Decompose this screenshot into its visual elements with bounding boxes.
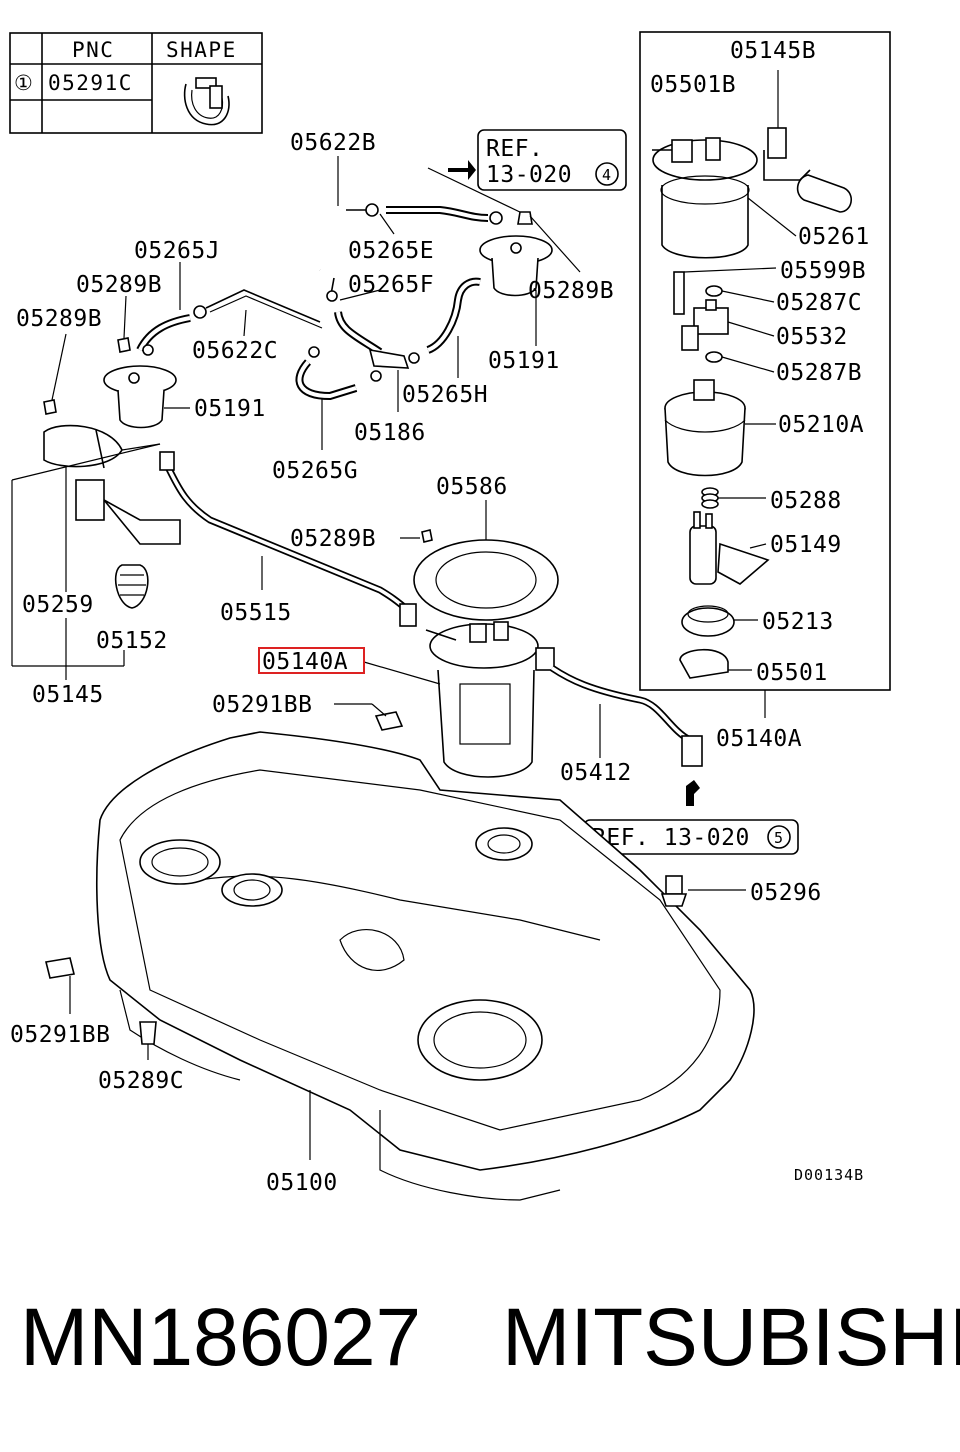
part-caption: MN186027 MITSUBISHI bbox=[20, 1288, 960, 1388]
fuel-pump-module bbox=[363, 621, 539, 778]
leader-lines bbox=[51, 156, 581, 450]
label-05622B: 05622B bbox=[290, 130, 376, 156]
pump-tube bbox=[673, 271, 685, 315]
label-05287C: 05287C bbox=[776, 290, 862, 316]
label-05287B: 05287B bbox=[776, 360, 862, 386]
label-05265H: 05265H bbox=[402, 382, 488, 408]
label-05213: 05213 bbox=[762, 609, 834, 635]
label-05296: 05296 bbox=[750, 880, 822, 906]
pump-strainer bbox=[681, 605, 735, 637]
label-05140A-box: 05140A bbox=[716, 726, 802, 752]
ref-bottom-text: REF. 13-020 bbox=[592, 825, 750, 851]
label-05140A-main: 05140A bbox=[262, 649, 348, 675]
part-number: MN186027 bbox=[20, 1292, 422, 1383]
pump-gasket-ring bbox=[400, 500, 559, 621]
label-05265F: 05265F bbox=[348, 272, 434, 298]
table-header-pnc: PNC bbox=[72, 38, 114, 62]
label-05288: 05288 bbox=[770, 488, 842, 514]
label-05191-right: 05191 bbox=[488, 348, 560, 374]
fuel-pump-motor bbox=[689, 511, 770, 585]
label-05599B: 05599B bbox=[780, 258, 866, 284]
pump-retainer-clip bbox=[679, 649, 729, 679]
label-05265G: 05265G bbox=[272, 458, 358, 484]
table-row-symbol: ① bbox=[14, 71, 34, 95]
pump-spring bbox=[701, 487, 719, 509]
table-row-pnc: 05291C bbox=[48, 71, 133, 95]
tank-bolt-05296 bbox=[660, 875, 746, 907]
ref-box-top: REF. 13-020 4 bbox=[427, 129, 627, 215]
label-05145: 05145 bbox=[32, 682, 104, 708]
label-05265J: 05265J bbox=[134, 238, 220, 264]
label-05291BB-left: 05291BB bbox=[10, 1022, 110, 1048]
label-05412: 05412 bbox=[560, 760, 632, 786]
arrow-icon bbox=[448, 160, 476, 180]
plug-05289C bbox=[139, 1021, 157, 1045]
label-05152: 05152 bbox=[96, 628, 168, 654]
label-05289B-b: 05289B bbox=[528, 278, 614, 304]
label-05289B-c: 05289B bbox=[16, 306, 102, 332]
left-sender-unit bbox=[11, 424, 181, 680]
drawing-code: D00134B bbox=[794, 1166, 864, 1184]
label-05210A: 05210A bbox=[778, 412, 864, 438]
brand-name: MITSUBISHI bbox=[502, 1292, 960, 1383]
fuel-hose-05515 bbox=[159, 451, 417, 627]
table-header-shape: SHAPE bbox=[166, 38, 237, 62]
fill-cap-left bbox=[43, 337, 190, 429]
ref-box-bottom: REF. 13-020 5 bbox=[583, 819, 799, 855]
clip-05291BB-top bbox=[374, 711, 404, 731]
label-05586: 05586 bbox=[436, 474, 508, 500]
ref-bottom-num: 5 bbox=[774, 829, 784, 847]
highlight-05140A bbox=[258, 647, 365, 674]
ref-top-line2: 13-020 bbox=[486, 162, 572, 188]
legend-table: PNC SHAPE ① 05291C bbox=[9, 32, 263, 134]
fuel-pump-exploded-box: 05145B 05501B 05261 05599B 05287C 05532 … bbox=[639, 31, 891, 752]
fuel-tank bbox=[96, 731, 755, 1201]
pressure-regulator bbox=[681, 299, 729, 351]
label-05501: 05501 bbox=[756, 660, 828, 686]
label-05186: 05186 bbox=[354, 420, 426, 446]
fill-cap-right bbox=[479, 235, 553, 346]
label-05622C: 05622C bbox=[192, 338, 278, 364]
arrow-down-icon bbox=[686, 780, 700, 806]
ref-top-line1: REF. bbox=[486, 136, 543, 162]
label-05261: 05261 bbox=[798, 224, 870, 250]
label-05265E: 05265E bbox=[348, 238, 434, 264]
clip-05291BB-left bbox=[45, 957, 75, 979]
o-ring-upper bbox=[705, 285, 723, 297]
fuel-level-sender bbox=[763, 70, 852, 213]
label-05145B: 05145B bbox=[730, 38, 816, 64]
label-05532: 05532 bbox=[776, 324, 848, 350]
label-05291BB-top: 05291BB bbox=[212, 692, 312, 718]
pump-flange-top bbox=[652, 137, 758, 259]
label-05289B-d: 05289B bbox=[290, 526, 376, 552]
label-05289B-a: 05289B bbox=[76, 272, 162, 298]
clamp-shape-icon bbox=[183, 77, 230, 126]
label-05100: 05100 bbox=[266, 1170, 338, 1196]
o-ring-lower bbox=[705, 351, 723, 363]
label-05191-left: 05191 bbox=[194, 396, 266, 422]
ref-top-num: 4 bbox=[602, 166, 612, 184]
pump-reservoir bbox=[664, 379, 746, 477]
label-05149: 05149 bbox=[770, 532, 842, 558]
fuel-hose-05412 bbox=[535, 647, 703, 806]
label-05289C: 05289C bbox=[98, 1068, 184, 1094]
label-05515: 05515 bbox=[220, 600, 292, 626]
label-05259: 05259 bbox=[22, 592, 94, 618]
breather-hoses bbox=[136, 203, 533, 401]
label-05501B: 05501B bbox=[650, 72, 736, 98]
